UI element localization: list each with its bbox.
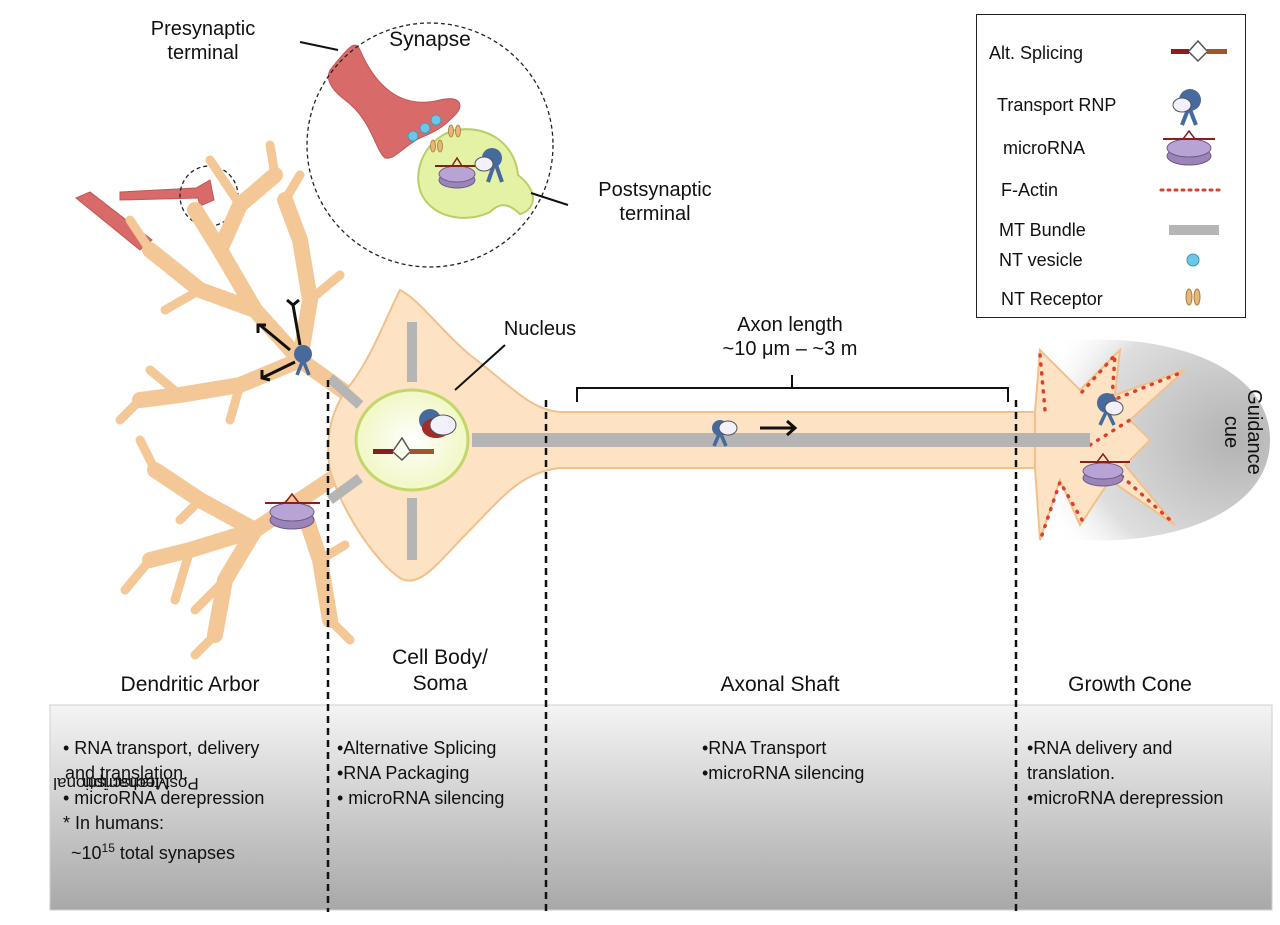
legend: Alt. Splicing Transport RNP microRNA F-A… bbox=[976, 14, 1246, 318]
transport-rnp-soma bbox=[419, 409, 457, 438]
bullets-axonal-shaft: •RNA Transport •microRNA silencing bbox=[702, 738, 865, 783]
legend-label-transport-rnp: Transport RNP bbox=[997, 95, 1117, 115]
nt-vesicle-icon bbox=[1186, 253, 1200, 267]
axon-length-bracket bbox=[576, 375, 1009, 402]
section-title-dendritic-arbor: Dendritic Arbor bbox=[120, 673, 260, 696]
nt-vesicles bbox=[407, 114, 442, 142]
synapse-label: Synapse bbox=[389, 28, 471, 51]
microrna-complex-postsynaptic bbox=[435, 156, 480, 189]
bullets-growth-cone: •RNA delivery and translation. •microRNA… bbox=[1027, 738, 1224, 808]
mechanism-panel bbox=[49, 704, 1273, 911]
legend-label-nt-vesicle: NT vesicle bbox=[999, 250, 1083, 270]
presynaptic-axon-small bbox=[75, 179, 215, 251]
alt-splicing-icon bbox=[1171, 39, 1227, 63]
transport-arrows bbox=[256, 298, 798, 437]
dendritic-arbor bbox=[115, 140, 355, 660]
nucleus-label: Nucleus bbox=[503, 318, 577, 340]
f-actin-dots bbox=[1038, 350, 1182, 537]
legend-label-mt-bundle: MT Bundle bbox=[999, 220, 1086, 240]
nt-receptors bbox=[430, 124, 461, 153]
nucleus bbox=[354, 388, 470, 492]
legend-label-f-actin: F-Actin bbox=[1001, 180, 1059, 200]
transport-rnp-icon bbox=[1172, 89, 1201, 126]
mt-bundle-icon bbox=[1169, 225, 1219, 235]
leader-lines bbox=[299, 41, 569, 391]
axon-length-label: Axon length~10 μm – ~3 m bbox=[722, 314, 858, 360]
f-actin-icon bbox=[1159, 188, 1225, 192]
alt-splicing-marker-nucleus bbox=[373, 436, 434, 462]
synapse-zoom-circle bbox=[306, 22, 554, 268]
transport-rnp-synapse bbox=[474, 148, 504, 183]
bullets-dendritic-arbor: • RNA transport, delivery and translatio… bbox=[63, 736, 264, 866]
section-title-axonal-shaft: Axonal Shaft bbox=[720, 673, 840, 696]
section-dividers bbox=[326, 380, 1018, 912]
legend-label-nt-receptor: NT Receptor bbox=[1001, 289, 1103, 309]
legend-label-alt-splicing: Alt. Splicing bbox=[989, 43, 1084, 63]
bullets-cell-body: •Alternative Splicing •RNA Packaging • m… bbox=[337, 738, 505, 808]
mt-bundle bbox=[326, 322, 1090, 560]
nt-receptor-icon bbox=[1185, 288, 1201, 306]
section-title-growth-cone: Growth Cone bbox=[1068, 673, 1192, 696]
microrna-complex-growth-cone bbox=[1080, 452, 1130, 487]
synapse-count: ~1015 total synapses bbox=[71, 841, 235, 863]
microrna-icon bbox=[1163, 129, 1215, 166]
legend-label-microrna: microRNA bbox=[1003, 138, 1086, 158]
postsynaptic-terminal bbox=[417, 128, 534, 219]
transport-rnp-axon bbox=[712, 420, 738, 447]
transport-rnp-growth-cone bbox=[1097, 393, 1124, 426]
microrna-complex-dendrite bbox=[265, 492, 320, 530]
transport-rnp-dendrite bbox=[294, 345, 312, 376]
section-title-cell-body: Cell Body/Soma bbox=[392, 646, 488, 695]
